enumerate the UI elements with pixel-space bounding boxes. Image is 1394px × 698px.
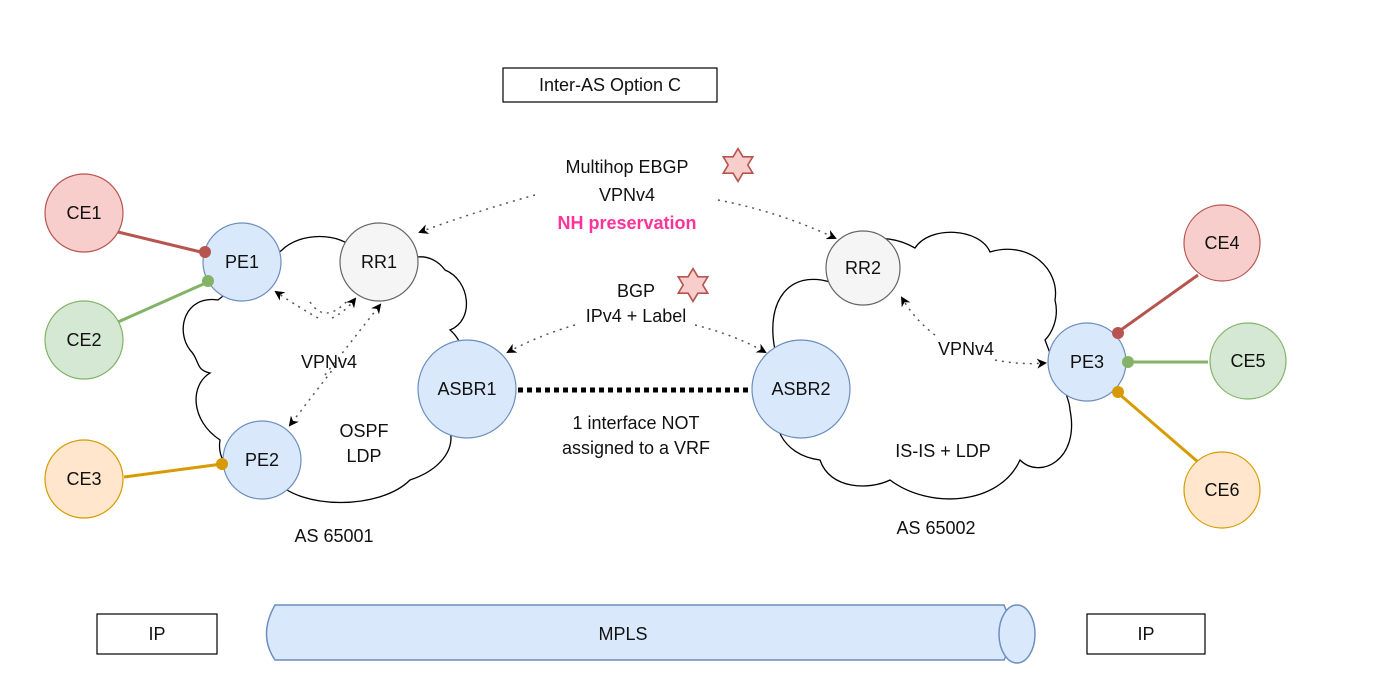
node-ce4[interactable]: CE4 [1183,204,1261,282]
interface-dot-pe3-green [1122,356,1134,368]
label-nh-preservation: NH preservation [557,213,696,233]
svg-text:CE4: CE4 [1204,233,1239,253]
link-ce3-pe2 [123,462,223,479]
svg-text:PE3: PE3 [1070,352,1104,372]
link-ce6-pe3 [1117,391,1199,464]
svg-text:CE6: CE6 [1204,480,1239,500]
mpls-label: MPLS [598,624,647,644]
svg-text:PE2: PE2 [245,450,279,470]
link-ce4-pe3 [1117,273,1199,334]
svg-text:CE3: CE3 [66,469,101,489]
label-as65002: AS 65002 [896,518,975,538]
node-pe3[interactable]: PE3 [1047,322,1127,402]
label-bgp: BGP [617,281,655,301]
link-ce1-pe1 [117,230,206,255]
svg-text:ASBR2: ASBR2 [771,379,830,399]
link-ce2-pe2 [117,280,209,324]
svg-text:RR2: RR2 [845,258,881,278]
label-vpnv4-as2: VPNv4 [938,339,994,359]
interface-dot-pe1-green [202,275,214,287]
svg-text:RR1: RR1 [361,252,397,272]
label-multihop-vpnv4: VPNv4 [599,185,655,205]
mpls-tube: MPLS [265,604,1036,664]
arrow-to-rr1-from-pe2 [324,303,382,376]
label-ipv4-label: IPv4 + Label [586,306,687,326]
node-pe2[interactable]: PE2 [222,420,302,500]
arrow-to-pe1 [274,290,319,319]
node-asbr2[interactable]: ASBR2 [751,339,851,439]
label-vpnv4-as1: VPNv4 [301,352,357,372]
session-multihop-rr1 [418,194,536,234]
label-ospf: OSPF [339,421,388,441]
svg-text:CE5: CE5 [1230,351,1265,371]
session-pe1-rr1 [309,299,349,314]
svg-text:IP: IP [148,624,165,644]
arrow-to-rr1-from-pe1 [331,297,357,319]
star-icon-multihop [721,147,755,183]
interface-dot-pe1-red [199,246,211,258]
interface-dot-pe2-orange [216,458,228,470]
session-multihop-rr2 [717,199,837,240]
label-multihop-ebgp: Multihop EBGP [565,157,688,177]
node-ce3[interactable]: CE3 [44,439,124,519]
node-rr2[interactable]: RR2 [825,230,901,306]
interface-dot-pe3-orange [1112,386,1124,398]
svg-text:CE1: CE1 [66,203,101,223]
session-bgp-asbr2 [694,324,767,353]
node-ce1[interactable]: CE1 [44,173,124,253]
ip-box-right: IP [1086,613,1206,655]
label-as65001: AS 65001 [294,526,373,546]
svg-text:IP: IP [1137,624,1154,644]
star-icon-bgp [676,267,710,303]
node-rr1[interactable]: RR1 [339,222,419,302]
node-asbr1[interactable]: ASBR1 [417,339,517,439]
node-ce2[interactable]: CE2 [44,300,124,380]
node-ce5[interactable]: CE5 [1209,322,1287,400]
ip-box-left: IP [96,613,218,655]
label-interface-line2: assigned to a VRF [562,438,710,458]
session-bgp-asbr1 [506,324,576,353]
title-box: Inter-AS Option C [502,67,718,103]
node-ce6[interactable]: CE6 [1183,451,1261,529]
node-pe1[interactable]: PE1 [202,222,282,302]
label-isis-ldp: IS-IS + LDP [895,441,991,461]
svg-text:PE1: PE1 [225,252,259,272]
interface-dot-pe3-red [1112,327,1124,339]
svg-text:ASBR1: ASBR1 [437,379,496,399]
label-interface-line1: 1 interface NOT [572,413,699,433]
svg-text:CE2: CE2 [66,330,101,350]
title-text: Inter-AS Option C [539,75,681,95]
label-ldp: LDP [346,446,381,466]
